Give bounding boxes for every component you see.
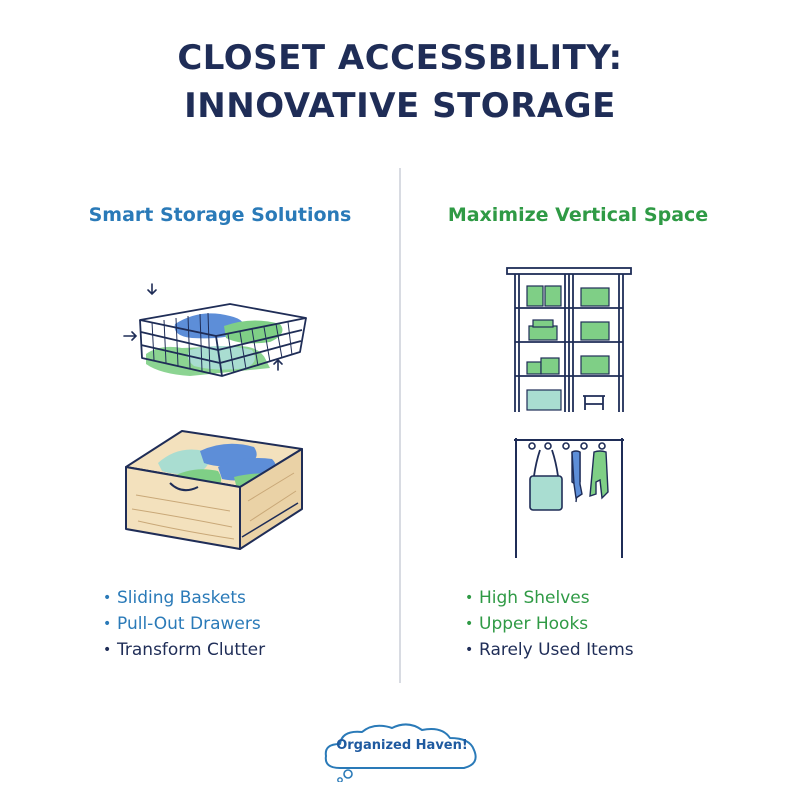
list-item: • Upper Hooks [465,611,634,637]
bullet-text: Rarely Used Items [479,640,634,660]
bullet-dot: • [103,616,112,632]
bullet-dot: • [465,616,474,632]
cloud-logo-icon [324,723,477,782]
left-bullet-list: • Sliding Baskets • Pull-Out Drawers • Tran… [103,585,265,663]
right-column-heading: Maximize Vertical Space [447,204,709,226]
wire-basket-icon [123,283,307,377]
bullet-text: Pull-Out Drawers [117,614,261,634]
bullet-text: Transform Clutter [117,640,266,660]
bullet-text: Sliding Baskets [117,588,246,608]
shelving-unit-icon [506,267,632,412]
list-item: • Pull-Out Drawers [103,611,265,637]
bullet-dot: • [103,642,112,658]
logo-text: Organized Haven! [336,738,468,753]
bullet-dot: • [465,590,474,606]
bullet-dot: • [465,642,474,658]
bullet-text: Upper Hooks [479,614,589,634]
page-title: CLOSET ACCESSBILITY: INNOVATIVE STORAGE [0,34,800,130]
list-item: • Transform Clutter [103,637,265,663]
bullet-text: High Shelves [479,588,590,608]
list-item: • Rarely Used Items [465,637,634,663]
list-item: • Sliding Baskets [103,585,265,611]
right-bullet-list: • High Shelves • Upper Hooks • Rarely Used … [465,585,634,663]
left-column-heading: Smart Storage Solutions [88,204,352,226]
hook-rail-icon [514,438,624,558]
pull-out-drawer-icon [125,430,303,550]
list-item: • High Shelves [465,585,634,611]
bullet-dot: • [103,590,112,606]
column-divider [399,168,401,683]
title-line-1: CLOSET ACCESSBILITY: [177,38,623,78]
title-line-2: INNOVATIVE STORAGE [184,86,616,126]
